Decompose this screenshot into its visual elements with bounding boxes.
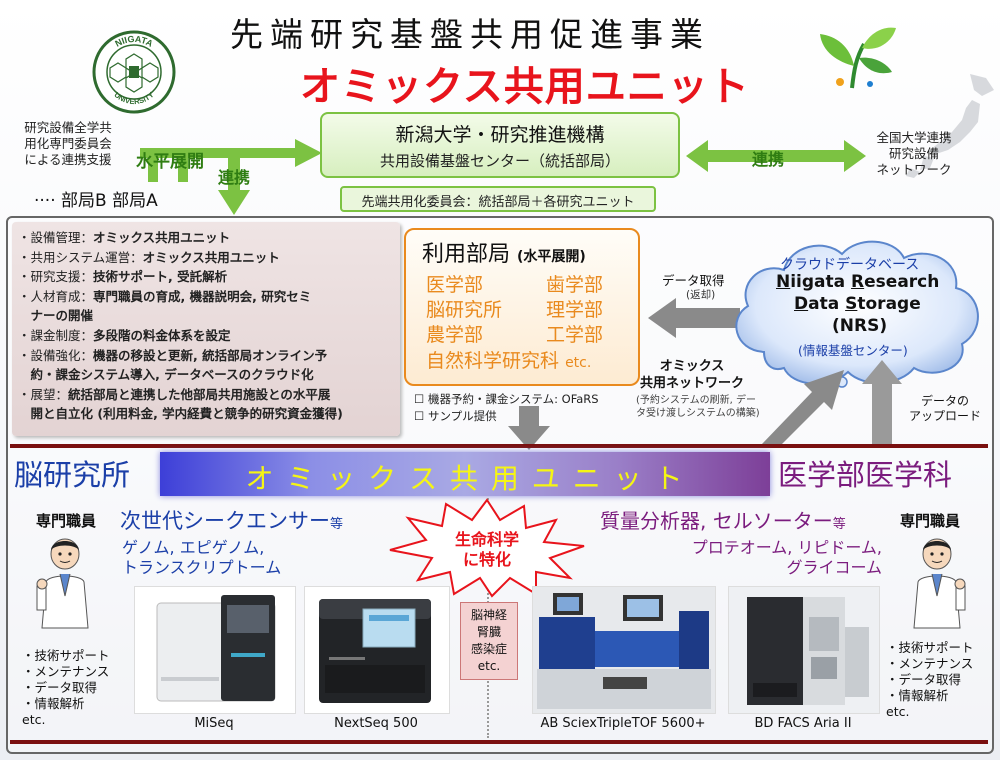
unit-bar-title: オ ミ ッ ク ス 共 用 ユ ニ ッ ト bbox=[245, 462, 685, 495]
data-get-label: データ取得 bbox=[662, 273, 725, 288]
japan-map-icon bbox=[906, 74, 994, 178]
omics-network-note: (予約システムの刷新, デー タ受け渡しシステムの構築) bbox=[636, 395, 760, 419]
horizontal-arrows bbox=[140, 139, 322, 215]
left-equip-label: 次世代シークエンサー等 bbox=[120, 509, 344, 533]
cloud-line2: Data Storage bbox=[794, 294, 921, 314]
bullets-box: ・設備管理：オミックス共用ユニット ・共用システム運営：オミックス共用ユニット … bbox=[12, 222, 400, 436]
bullet-item: ・設備管理：オミックス共用ユニット bbox=[18, 230, 231, 245]
upload-arrow bbox=[862, 360, 902, 448]
horizontal-label: 水平展開 bbox=[136, 152, 204, 172]
cloud-note: (情報基盤センター) bbox=[798, 343, 908, 358]
users-title: 利用部局 (水平展開) bbox=[422, 242, 586, 267]
dept-agriculture: 農学部 bbox=[426, 324, 484, 346]
dept-science: 理学部 bbox=[546, 299, 604, 321]
separator-top bbox=[10, 444, 988, 448]
dept-graduate: 自然科学研究科 etc. bbox=[426, 350, 592, 372]
right-task-list: ・技術サポート ・メンテナンス ・データ取得 ・情報解析 etc. bbox=[886, 640, 974, 719]
bullet-item: ・展望：統括部局と連携した他部局共用施設との水平展 bbox=[18, 386, 331, 402]
bullet-item: ナーの開催 bbox=[30, 308, 94, 324]
unit-bar: オ ミ ッ ク ス 共 用 ユ ニ ッ ト bbox=[160, 452, 770, 496]
committee-box: 先端共用化委員会：統括部局＋各研究ユニット bbox=[340, 186, 656, 212]
disease-box: 脳神経 腎臓 感染症 etc. bbox=[460, 602, 518, 680]
starburst-text: 生命科学 に特化 bbox=[454, 530, 519, 569]
leaf-logo-icon bbox=[820, 27, 896, 89]
committee-note: 研究設備全学共 用化専門委員会 による連携支援 bbox=[24, 120, 112, 167]
instrument-nextseq-photo bbox=[304, 586, 450, 714]
omics-network-title: オミックス 共用ネットワーク bbox=[639, 359, 744, 391]
check-ofars: ☐ 機器予約・課金システム: OFaRS bbox=[414, 392, 599, 406]
instrument-miseq-name: MiSeq bbox=[194, 716, 234, 731]
unit-right-label: 医学部医学科 bbox=[778, 458, 953, 492]
staff-person-left-icon bbox=[36, 538, 89, 629]
instrument-facs-name: BD FACS Aria II bbox=[754, 716, 852, 731]
center-org-title: 新潟大学・研究推進機構 bbox=[395, 124, 605, 146]
dept-medical: 医学部 bbox=[426, 274, 484, 296]
center-org-box: 新潟大学・研究推進機構 共用設備基盤センター（統括部局） bbox=[320, 112, 680, 178]
instrument-miseq-photo bbox=[134, 586, 296, 714]
bullet-item: ・設備強化：機器の移設と更新, 統括部局オンライン予 bbox=[18, 347, 328, 363]
bullet-item: ・人材育成：専門職員の育成, 機器説明会, 研究セミ bbox=[18, 288, 312, 304]
user-departments-box: 利用部局 (水平展開) 医学部 歯学部 脳研究所 理学部 農学部 工学部 自然科… bbox=[404, 228, 640, 386]
dept-brain: 脳研究所 bbox=[426, 299, 503, 321]
seal-text-bottom: UNIVERSITY bbox=[112, 90, 155, 106]
committee-text: 先端共用化委員会：統括部局＋各研究ユニット bbox=[361, 195, 635, 210]
left-fields: ゲノム, エピゲノム, トランスクリプトーム bbox=[122, 538, 282, 577]
cloud-line3: (NRS) bbox=[832, 316, 888, 336]
instrument-triple-tof-name: AB SciexTripleTOF 5600+ bbox=[540, 716, 706, 731]
cloud-line1: Niigata Research bbox=[776, 272, 940, 292]
data-get-sub: (返却) bbox=[686, 289, 716, 301]
center-org-sub: 共用設備基盤センター（統括部局） bbox=[379, 152, 620, 170]
bullet-item: ・研究支援：技術サポート, 受託解析 bbox=[18, 269, 228, 285]
instrument-facs-photo bbox=[728, 586, 880, 714]
renkei-right-label: 連携 bbox=[752, 150, 785, 169]
university-seal-logo: NIIGATA UNIVERSITY bbox=[92, 30, 176, 114]
renkei-right-arrow bbox=[686, 140, 866, 172]
bullet-list: ・設備管理：オミックス共用ユニット ・共用システム運営：オミックス共用ユニット … bbox=[18, 228, 343, 424]
data-get-arrow bbox=[648, 298, 740, 338]
instrument-nextseq-name: NextSeq 500 bbox=[334, 716, 418, 731]
starburst bbox=[389, 498, 585, 598]
bullet-item: ・共用システム運営：オミックス共用ユニット bbox=[18, 249, 280, 265]
dept-dental: 歯学部 bbox=[546, 274, 604, 296]
national-network-note: 全国大学連携 研究設備 ネットワーク bbox=[876, 130, 952, 177]
cloud-title: クラウドデータベース bbox=[780, 257, 920, 273]
left-staff-label: 専門職員 bbox=[36, 512, 97, 530]
check-sample: ☐ サンプル提供 bbox=[414, 409, 497, 423]
dept-engineering: 工学部 bbox=[546, 324, 604, 346]
upload-label: データの アップロード bbox=[908, 394, 981, 423]
svg-text:UNIVERSITY: UNIVERSITY bbox=[112, 90, 155, 106]
down-arrow-users bbox=[508, 406, 550, 450]
unit-left-label: 脳研究所 bbox=[14, 458, 131, 492]
bullet-item: 約・課金システム導入, データベースのクラウド化 bbox=[30, 367, 314, 383]
network-arrow bbox=[762, 370, 844, 448]
right-equip-label: 質量分析器, セルソーター等 bbox=[600, 509, 846, 533]
right-staff-label: 専門職員 bbox=[900, 512, 961, 530]
right-fields: プロテオーム, リピドーム, グライコーム bbox=[691, 538, 882, 577]
left-task-list: ・技術サポート ・メンテナンス ・データ取得 ・情報解析 etc. bbox=[22, 648, 110, 727]
departments-label: ···· 部局B 部局A bbox=[34, 191, 158, 211]
staff-person-right-icon bbox=[913, 538, 966, 629]
page-title: 先端研究基盤共用促進事業 bbox=[230, 15, 710, 54]
bullet-item: 開と自立化 (利用料金, 学内経費と競争的研究資金獲得) bbox=[30, 406, 343, 422]
separator-bottom bbox=[10, 740, 988, 744]
bullet-item: ・課金制度：多段階の料金体系を設定 bbox=[18, 327, 231, 343]
instrument-triple-tof-photo bbox=[532, 586, 716, 714]
page-subtitle: オミックス共用ユニット bbox=[300, 64, 750, 110]
renkei-left-label: 連携 bbox=[218, 168, 251, 187]
